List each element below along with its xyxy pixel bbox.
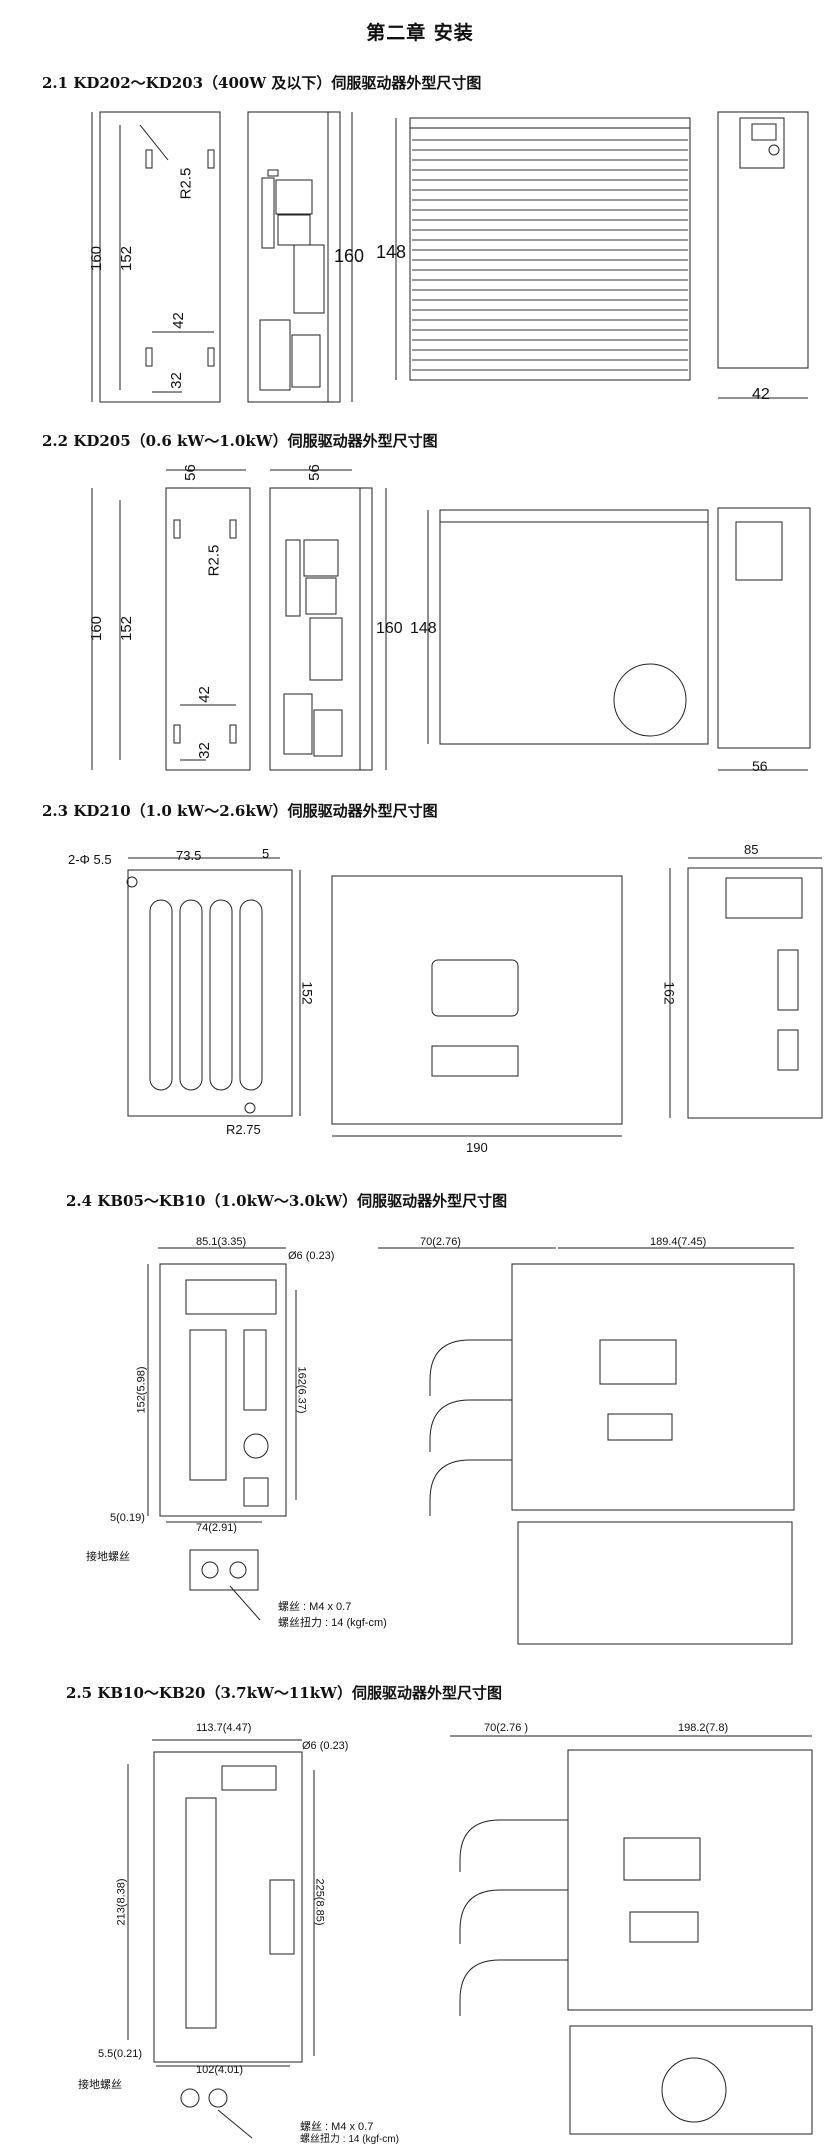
dim-2-3-w1: 73.5	[176, 848, 202, 863]
dim-2-4-bw: 74(2.91)	[196, 1522, 237, 1534]
drawing-2-1-lines	[0, 0, 840, 430]
dim-2-3-r: R2.75	[226, 1122, 261, 1137]
section-heading-2-4: 2.4 KB05～KB10（1.0kW～3.0kW）伺服驱动器外型尺寸图	[66, 1192, 508, 1210]
dim-2-4-w: 85.1(3.35)	[196, 1236, 247, 1248]
label-2-4-screw: 螺丝 : M4 x 0.7	[278, 1601, 352, 1613]
dim-2-5-bw: 102(4.01)	[196, 2064, 244, 2076]
section-heading-2-3: 2.3 KD210（1.0 kW～2.6kW）伺服驱动器外型尺寸图	[42, 802, 438, 820]
dim-2-5-d2: 198.2(7.8)	[678, 1722, 729, 1734]
page-title: 第二章 安装	[366, 22, 474, 44]
dim-2-4-hole: Ø6 (0.23)	[288, 1250, 335, 1262]
label-2-5-screw: 螺丝 : M4 x 0.7	[300, 2121, 374, 2133]
dim-2-1-g: 148	[376, 242, 407, 262]
drawing-2-2-lines	[0, 0, 840, 800]
drawing-2-4-lines	[0, 0, 840, 1700]
label-2-5-torque: 螺丝扭力 : 14 (kgf-cm)	[300, 2134, 399, 2145]
drawing-2-3-lines	[0, 0, 840, 1200]
dim-2-5-hole: Ø6 (0.23)	[302, 1740, 349, 1752]
section-heading-2-5: 2.5 KB10～KB20（3.7kW～11kW）伺服驱动器外型尺寸图	[66, 1684, 502, 1702]
dim-2-3-hole: 2-Φ 5.5	[68, 852, 112, 867]
dim-2-2-f: 160	[376, 620, 403, 637]
dim-2-5-w: 113.7(4.47)	[196, 1722, 252, 1734]
dim-2-3-depth: 190	[466, 1140, 488, 1155]
section-heading-2-2: 2.2 KD205（0.6 kW～1.0kW）伺服驱动器外型尺寸图	[42, 432, 438, 450]
dim-2-1-h: 42	[752, 386, 770, 403]
dim-2-1-f: 160	[334, 246, 365, 266]
dim-2-2-g: 148	[410, 620, 437, 637]
dim-2-3-width: 85	[744, 842, 759, 857]
dim-2-4-m: 5(0.19)	[110, 1512, 145, 1524]
dim-2-3-w2: 5	[262, 846, 270, 861]
label-2-4-ground: 接地螺丝	[86, 1551, 130, 1563]
dim-2-5-m: 5.5(0.21)	[98, 2048, 143, 2060]
dim-2-4-d2: 189.4(7.45)	[650, 1236, 707, 1248]
label-2-4-torque: 螺丝扭力 : 14 (kgf-cm)	[278, 1617, 387, 1629]
dim-2-5-h2: 225(8.85)	[313, 1878, 326, 1926]
dim-2-2-h: 56	[752, 758, 768, 774]
dim-2-4-d1: 70(2.76)	[420, 1236, 461, 1248]
label-2-5-ground: 接地螺丝	[78, 2079, 122, 2091]
section-heading-2-1: 2.1 KD202～KD203（400W 及以下）伺服驱动器外型尺寸图	[42, 74, 482, 92]
dim-2-5-d1: 70(2.76 )	[484, 1722, 529, 1734]
dim-2-5-h1: 213(8.38)	[115, 1878, 128, 1926]
